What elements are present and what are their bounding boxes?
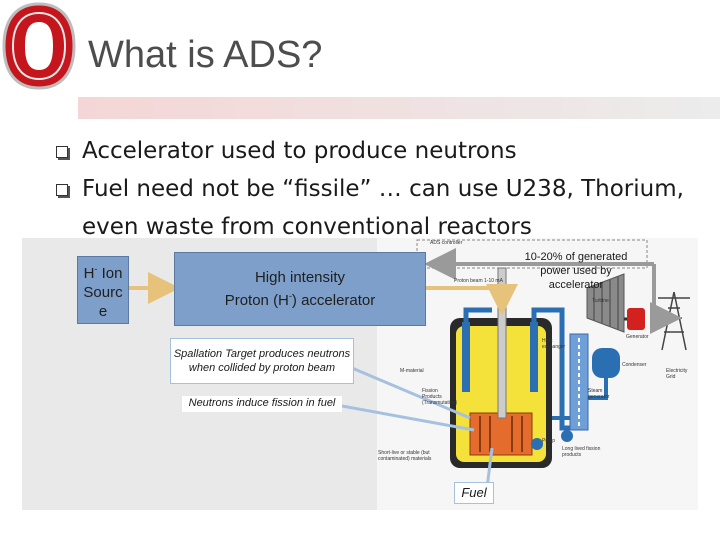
beam-pipe — [497, 267, 507, 419]
spallation-callout: Spallation Target produces neutrons when… — [170, 338, 354, 384]
fission-pointer — [341, 404, 475, 432]
beam-arrow — [424, 284, 518, 316]
label-m-material: M-material — [400, 368, 424, 374]
bullet-item: Accelerator used to produce neutrons — [56, 132, 696, 170]
accelerator-box: High intensity Proton (H-) accelerator — [174, 252, 426, 326]
fuel-pointer — [485, 447, 494, 489]
hx-pipe-left — [462, 322, 470, 392]
checkbox-bullet-icon — [56, 146, 68, 158]
fuel-callout: Fuel — [454, 482, 494, 504]
label-proton-beam: Proton beam 1-10 mA — [454, 278, 503, 284]
pump-icon — [561, 430, 573, 442]
label-long-lived: Long lived fission products — [562, 446, 601, 458]
turbine — [586, 273, 625, 333]
label-condenser: Condenser — [622, 362, 647, 368]
condenser — [592, 348, 620, 378]
generator — [627, 308, 645, 330]
label-ads-controller: ADS controller — [430, 240, 463, 246]
slide-title: What is ADS? — [88, 34, 323, 76]
ads-diagram: ADS controller Proton beam 1-10 mA Turbi… — [22, 238, 698, 510]
label-electricity-grid: Electricity Grid — [666, 368, 688, 380]
bullet-list: Accelerator used to produce neutrons Fue… — [56, 132, 696, 246]
label-short-lived: Short-live or stable (but contaminated) … — [378, 450, 432, 462]
spallation-pointer — [351, 366, 471, 420]
grid-arrow — [650, 264, 682, 334]
ohio-state-logo — [2, 2, 76, 90]
label-heat-exchanger: Heat exchanger — [542, 338, 566, 350]
label-turbine: Turbine — [592, 298, 609, 304]
ads-schematic — [128, 238, 698, 510]
fission-callout: Neutrons induce fission in fuel — [182, 396, 342, 412]
label-pump: Pump — [542, 438, 556, 444]
pump-icon — [531, 438, 543, 450]
label-fission-products: Fission Products (Transmutation) — [422, 388, 458, 406]
title-accent-bar — [78, 97, 720, 119]
power-fraction-label: 10-20% of generated power used by accele… — [524, 251, 628, 291]
hx-pipe-right — [530, 322, 538, 392]
ion-source-box: H- Ion Sourc e — [77, 256, 129, 324]
bullet-item: Fuel need not be “fissile” … can use U23… — [56, 170, 696, 246]
label-generator: Generator — [626, 334, 649, 340]
label-steam-generator: Steam generator — [588, 388, 610, 400]
checkbox-bullet-icon — [56, 184, 68, 196]
